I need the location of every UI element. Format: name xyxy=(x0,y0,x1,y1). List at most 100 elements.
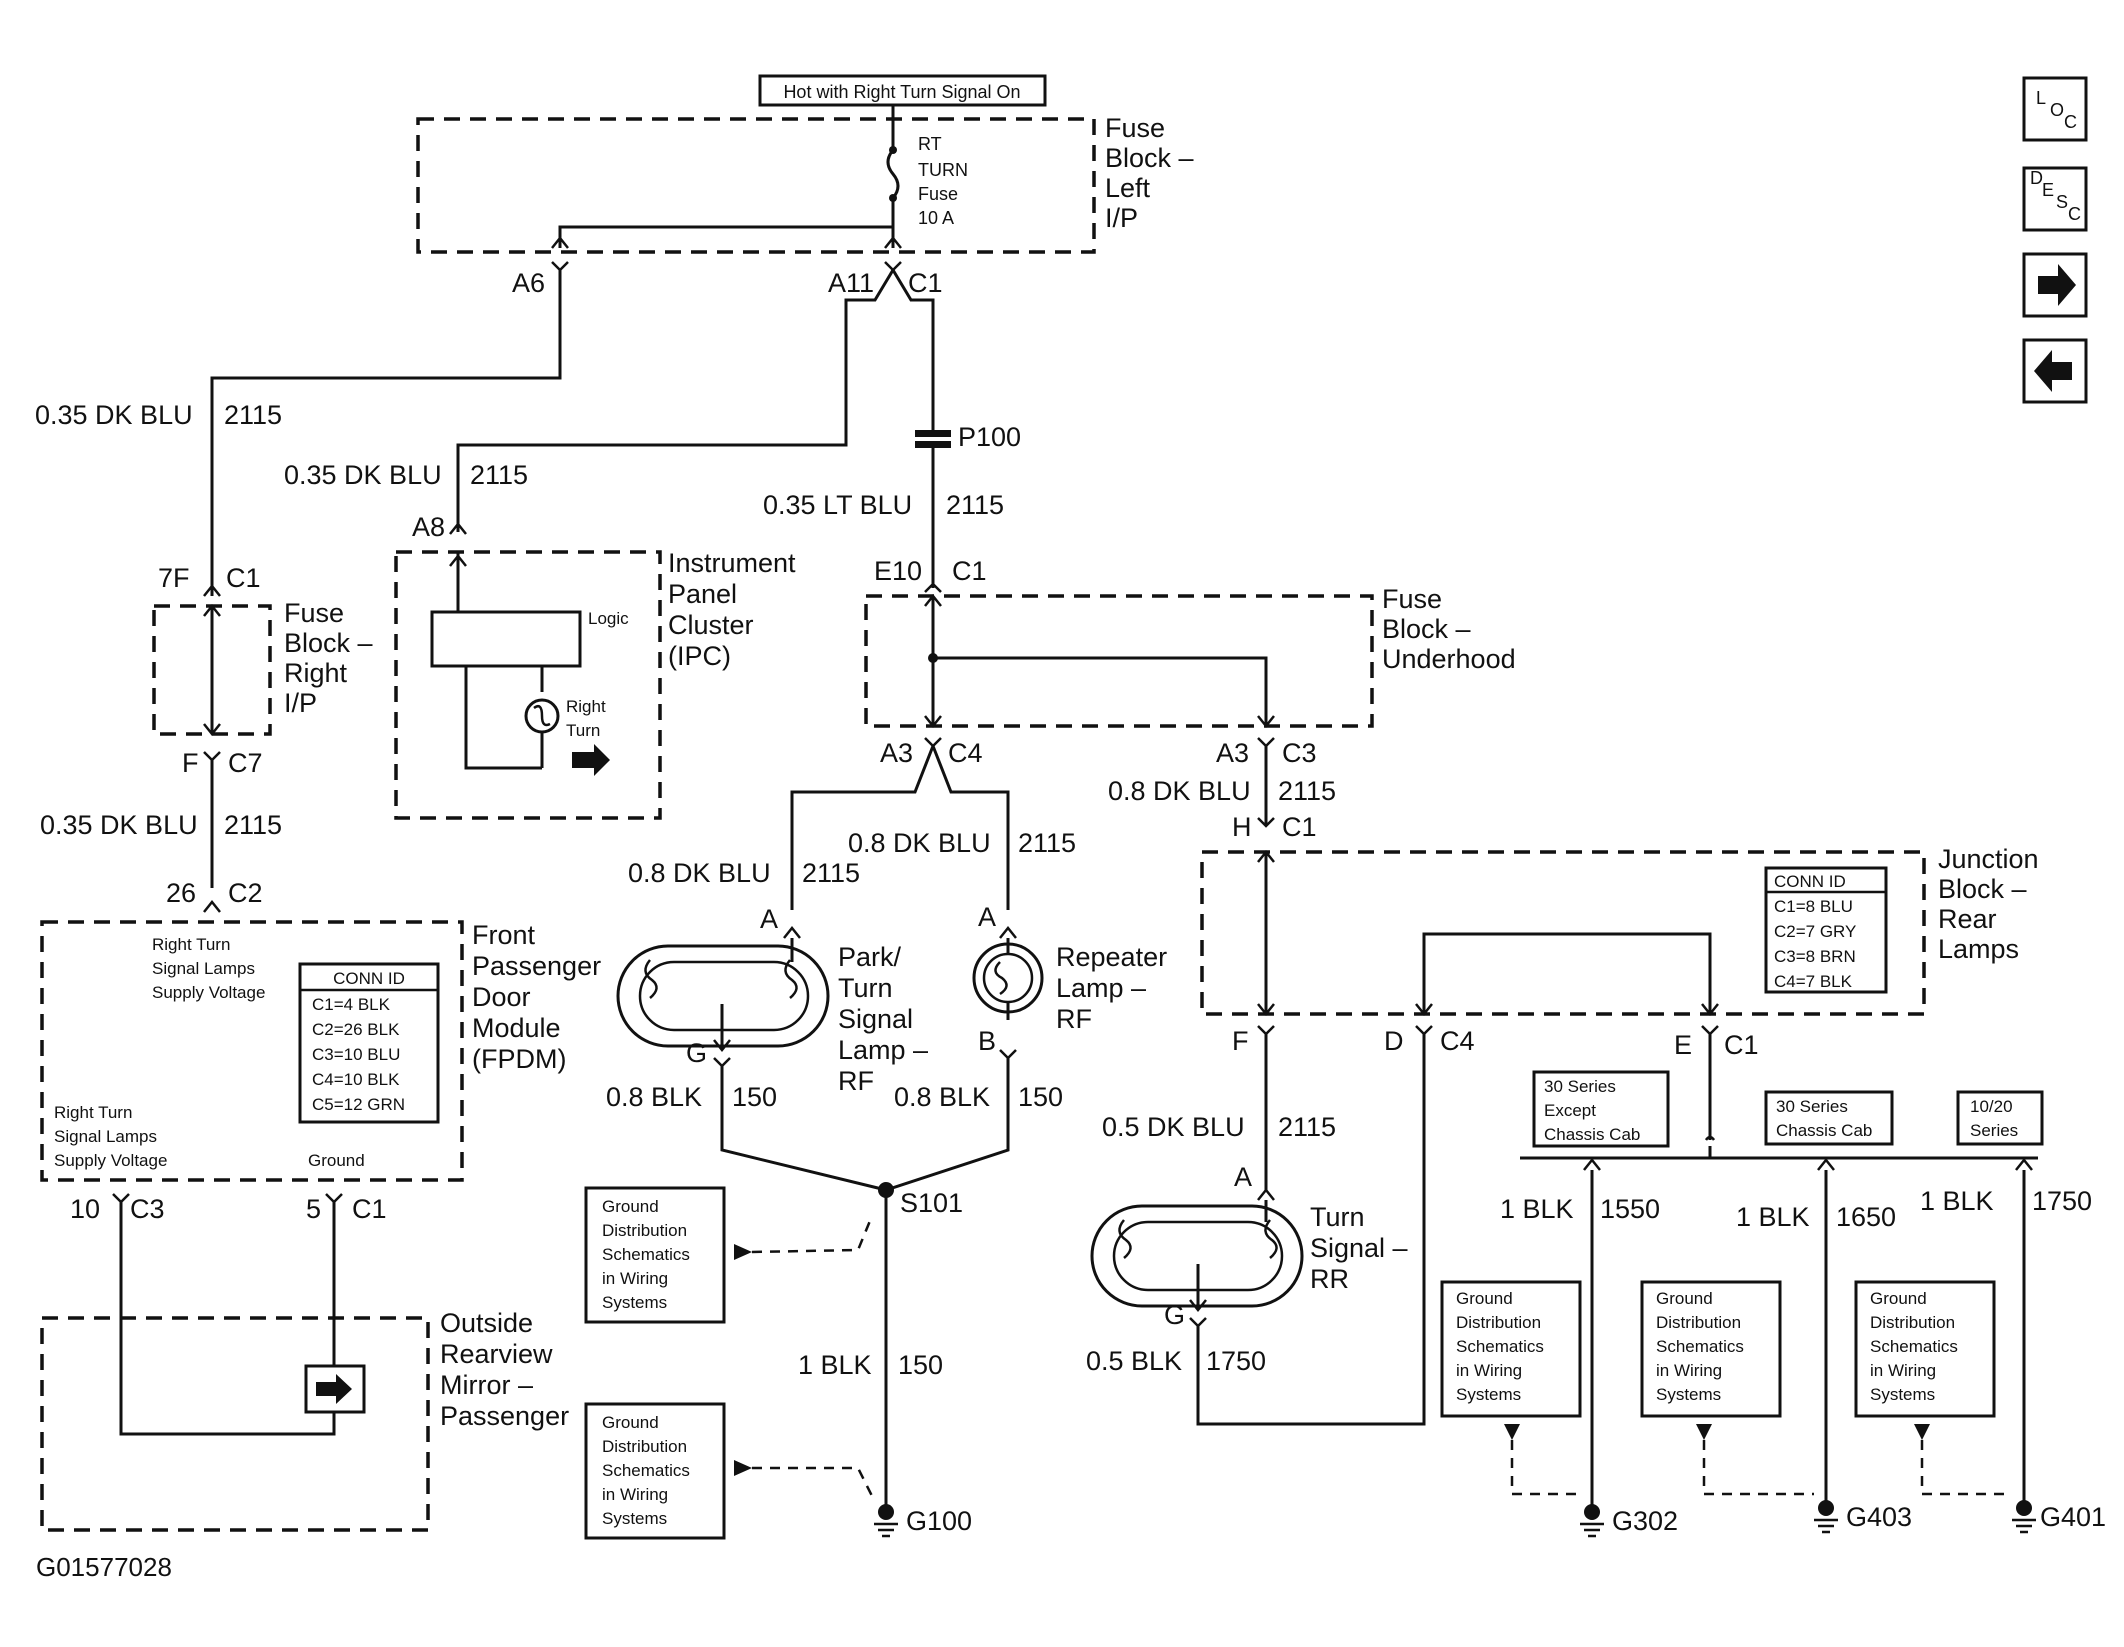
diagram-label: Cluster xyxy=(668,610,754,640)
diagram-label: Systems xyxy=(1656,1385,1721,1404)
diagram-label: 2115 xyxy=(1278,1112,1336,1142)
diagram-label: Fuse xyxy=(1382,584,1442,614)
diagram-label: Block – xyxy=(284,628,373,658)
repeater-lamp-rf: Repeater Lamp – RF xyxy=(972,938,1167,1034)
next-button[interactable] xyxy=(2022,252,2088,318)
ground-g302-icon: G302 xyxy=(1580,1504,1678,1538)
diagram-label: Junction xyxy=(1938,844,2039,874)
park-turn-signal-lamp-rf: Park/ Turn Signal Lamp – RF xyxy=(616,938,928,1096)
diagram-label: 1 BLK xyxy=(1736,1202,1810,1232)
diagram-label: Systems xyxy=(1870,1385,1935,1404)
diagram-label: Signal xyxy=(838,1004,913,1034)
instrument-panel-cluster: Instrument Panel Cluster (IPC) Logic Rig… xyxy=(394,548,796,820)
desc-button[interactable]: D E S C xyxy=(2022,166,2088,232)
series-30-chassis-cab: 30 Series Chassis Cab xyxy=(1764,1090,1894,1146)
fuse-block-underhood: Fuse Block – Underhood xyxy=(864,584,1516,729)
diagram-label: Series xyxy=(1970,1121,2018,1140)
diagram-label: Underhood xyxy=(1382,644,1516,674)
ground-note-g100: Ground Distribution Schematics in Wiring… xyxy=(584,1402,874,1540)
hot-label: Hot with Right Turn Signal On xyxy=(758,74,1047,107)
diagram-label: C2=26 BLK xyxy=(312,1020,400,1039)
right-turn-arrow-icon xyxy=(316,1374,352,1404)
diagram-label: Ground xyxy=(602,1413,659,1432)
diagram-label: D xyxy=(1384,1026,1404,1056)
diagram-label: Schematics xyxy=(602,1245,690,1264)
diagram-label: Distribution xyxy=(602,1437,687,1456)
diagram-label: 26 xyxy=(166,878,196,908)
diagram-label: C4 xyxy=(1440,1026,1475,1056)
diagram-label: RT xyxy=(918,134,942,154)
diagram-label: C xyxy=(2068,204,2081,224)
diagram-label: A xyxy=(1234,1162,1252,1192)
diagram-label: S xyxy=(2056,192,2068,212)
ground-g100-icon: G100 xyxy=(874,1504,972,1538)
diagram-label: C2 xyxy=(228,878,263,908)
diagram-label: C xyxy=(2064,112,2077,132)
diagram-label: Module xyxy=(472,1013,561,1043)
diagram-label: Repeater xyxy=(1056,942,1167,972)
diagram-label: F xyxy=(1232,1026,1249,1056)
diagram-label: in Wiring xyxy=(1870,1361,1936,1380)
diagram-label: A11 xyxy=(828,268,874,298)
diagram-label: CONN ID xyxy=(1774,872,1846,891)
connector-p100: P100 xyxy=(915,422,1021,452)
diagram-label: 10/20 xyxy=(1970,1097,2013,1116)
loc-button[interactable]: L O C xyxy=(2022,76,2088,142)
diagram-label: Outside xyxy=(440,1308,533,1338)
diagram-label: Park/ xyxy=(838,942,902,972)
diagram-label: 10 xyxy=(70,1194,100,1224)
ground-note-g403: Ground Distribution Schematics in Wiring… xyxy=(1640,1280,1814,1496)
diagram-label: Signal Lamps xyxy=(152,959,255,978)
diagram-label: Schematics xyxy=(1870,1337,1958,1356)
diagram-label: Schematics xyxy=(1456,1337,1544,1356)
diagram-label: P100 xyxy=(958,422,1021,452)
diagram-label: G302 xyxy=(1612,1506,1678,1536)
diagram-label: Ground xyxy=(308,1151,365,1170)
ground-note-g401: Ground Distribution Schematics in Wiring… xyxy=(1854,1280,2012,1496)
diagram-label: Lamps xyxy=(1938,934,2019,964)
diagram-label: 2115 xyxy=(1278,776,1336,806)
diagram-label: 2115 xyxy=(802,858,860,888)
diagram-label: Block – xyxy=(1382,614,1471,644)
diagram-label: A xyxy=(978,902,996,932)
diagram-label: Distribution xyxy=(1656,1313,1741,1332)
diagram-label: Supply Voltage xyxy=(152,983,265,1002)
diagram-label: Except xyxy=(1544,1101,1596,1120)
diagram-label: Signal – xyxy=(1310,1233,1408,1263)
diagram-label: (IPC) xyxy=(668,641,731,671)
diagram-label: 0.8 DK BLU xyxy=(848,828,991,858)
diagram-label: 0.5 BLK xyxy=(1086,1346,1182,1376)
diagram-label: C5=12 GRN xyxy=(312,1095,405,1114)
diagram-label: E10 xyxy=(874,556,922,586)
diagram-label: in Wiring xyxy=(1456,1361,1522,1380)
diagram-label: C1=8 BLU xyxy=(1774,897,1853,916)
junction-block-rear-lamps: Junction Block – Rear Lamps CONN ID C1=8… xyxy=(1200,844,2039,1017)
diagram-label: 1 BLK xyxy=(798,1350,872,1380)
ground-note-s101: Ground Distribution Schematics in Wiring… xyxy=(584,1186,874,1324)
diagram-label: RF xyxy=(1056,1004,1092,1034)
back-button[interactable] xyxy=(2022,338,2088,404)
diagram-label: 0.8 DK BLU xyxy=(628,858,771,888)
diagram-label: Door xyxy=(472,982,531,1012)
logic-block xyxy=(430,610,582,668)
diagram-label: Mirror – xyxy=(440,1370,533,1400)
diagram-label: Front xyxy=(472,920,536,950)
diagram-label: 30 Series xyxy=(1544,1077,1616,1096)
diagram-label: Logic xyxy=(588,609,629,628)
diagram-label: Left xyxy=(1105,173,1151,203)
diagram-label: C4=7 BLK xyxy=(1774,972,1853,991)
diagram-label: Rear xyxy=(1938,904,1997,934)
diagram-label: C7 xyxy=(228,748,263,778)
diagram-label: 150 xyxy=(1018,1082,1063,1112)
diagram-label: Panel xyxy=(668,579,737,609)
diagram-label: C1 xyxy=(1282,812,1317,842)
turn-signal-lamp-rr: Turn Signal – RR xyxy=(1090,1200,1408,1313)
diagram-label: 2115 xyxy=(946,490,1004,520)
diagram-label: C3 xyxy=(1282,738,1317,768)
diagram-label: A8 xyxy=(412,512,445,542)
diagram-label: (FPDM) xyxy=(472,1044,566,1074)
diagram-label: G403 xyxy=(1846,1502,1912,1532)
fuse-block-right-ip: Fuse Block – Right I/P xyxy=(152,598,373,737)
diagram-label: I/P xyxy=(284,688,317,718)
diagram-label: Distribution xyxy=(602,1221,687,1240)
